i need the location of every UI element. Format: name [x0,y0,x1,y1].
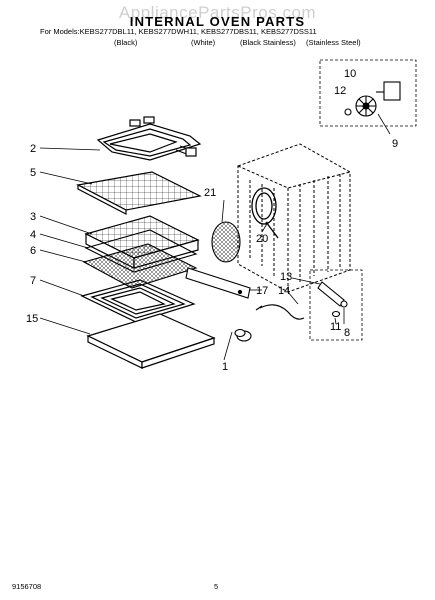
callout-5: 5 [30,167,36,179]
round-shield [211,221,241,263]
convection-element [251,187,279,239]
callout-20: 20 [256,233,268,245]
wire-harness [255,304,305,320]
variant-black: (Black) [114,38,138,47]
model-list: For Models:KEBS277DBL11, KEBS277DWH11, K… [40,27,317,36]
convection-fan [344,81,401,117]
page-title: INTERNAL OVEN PARTS [129,14,306,29]
callout-10: 10 [344,68,356,80]
light-socket [317,281,348,318]
page-number: 5 [214,582,219,591]
callout-21: 21 [204,187,216,199]
callout-9: 9 [392,138,398,150]
broil-element [96,116,202,161]
callout-8: 8 [344,327,350,339]
light-assembly-box [309,269,363,341]
variant-white: (White) [191,38,216,47]
callout-3: 3 [30,211,36,223]
callout-11: 11 [330,321,341,333]
bake-element [80,279,196,323]
variant-stainless-steel: (Stainless Steel) [306,38,361,47]
callout-2: 2 [30,143,36,155]
variant-black-stainless: (Black Stainless) [240,38,296,47]
lamp-knob [234,328,252,342]
oven-panel [76,171,202,215]
callout-12: 12 [334,85,346,97]
callout-17: 17 [256,285,268,297]
callout-1: 1 [222,361,228,373]
oven-rack [82,243,198,289]
fan-assembly-box [319,59,417,127]
watermark: AppliancePartsPros.com [118,3,317,22]
callout-15: 15 [26,313,38,325]
leader-lines [39,113,391,361]
doc-number: 9156708 [12,582,42,591]
callout-4: 4 [30,229,36,241]
bottom-tray [86,313,216,369]
callout-7: 7 [30,275,36,287]
callout-14: 14 [278,285,290,297]
callout-labels: 1 2 3 4 5 6 7 8 9 10 11 12 13 14 15 17 2… [26,68,398,373]
callout-13: 13 [280,271,292,283]
support-bracket [185,267,251,299]
callout-6: 6 [30,245,36,257]
